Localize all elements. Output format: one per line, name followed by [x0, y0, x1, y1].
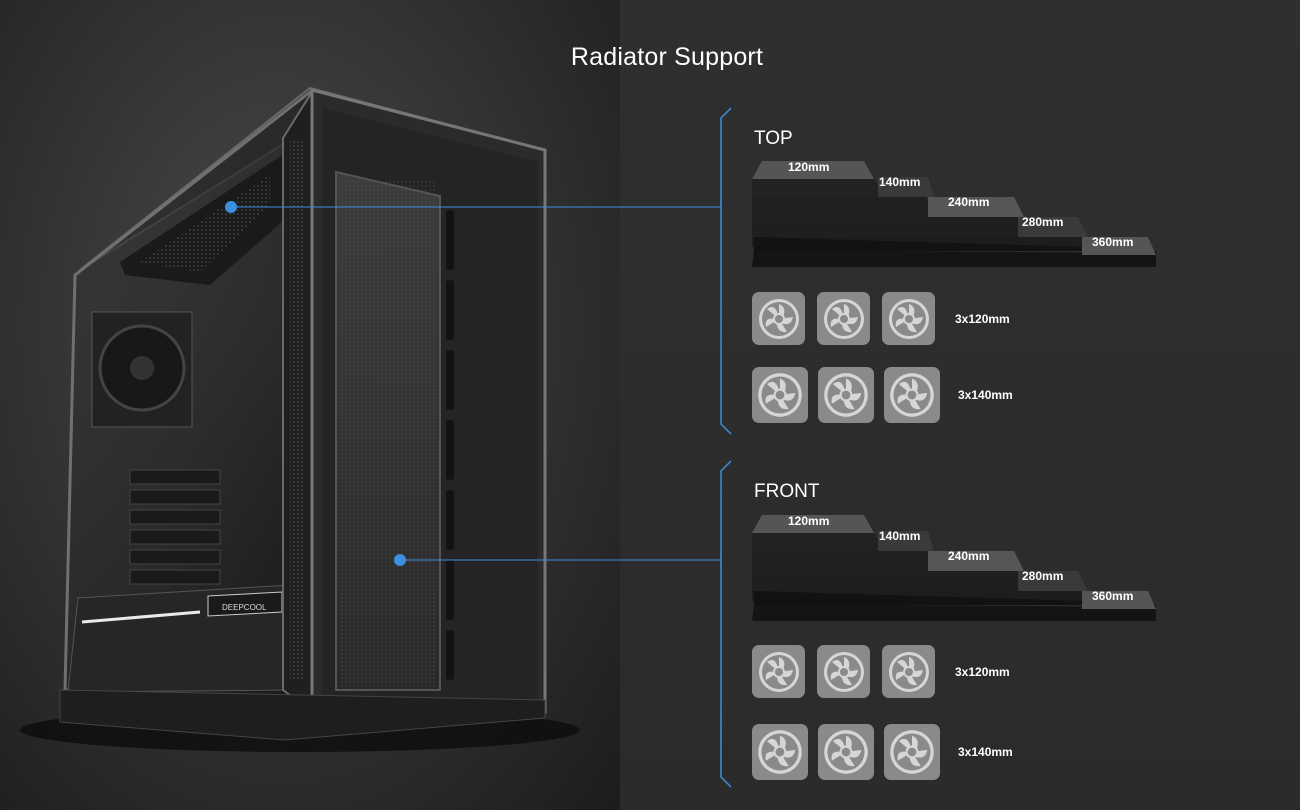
fan-icon: [884, 724, 940, 780]
radiator-label: 140mm: [879, 529, 920, 543]
fan-row-top-120: 3x120mm: [752, 292, 1010, 345]
section-label-top: TOP: [754, 128, 793, 149]
fan-icon: [817, 645, 870, 698]
radiator-label: 120mm: [788, 160, 829, 174]
pc-case-image: DEEPCOOL: [20, 86, 580, 752]
radiator-stack-front: 120mm 140mm 240mm 280mm 360mm: [752, 514, 1156, 621]
radiator-stack-top: 120mm 140mm 240mm 280mm 360mm: [752, 160, 1156, 267]
fan-icon: [752, 367, 808, 423]
radiator-label: 120mm: [788, 514, 829, 528]
fan-row-front-140: 3x140mm: [752, 724, 1013, 780]
spec-panel: [620, 0, 1300, 810]
fan-icon: [752, 292, 805, 345]
fan-icon: [817, 292, 870, 345]
fan-icon: [752, 724, 808, 780]
radiator-label: 360mm: [1092, 235, 1133, 249]
fan-icon: [818, 724, 874, 780]
radiator-label: 240mm: [948, 195, 989, 209]
fan-caption: 3x120mm: [955, 664, 1010, 679]
fan-row-front-120: 3x120mm: [752, 645, 1010, 698]
radiator-label: 280mm: [1022, 569, 1063, 583]
radiator-label: 360mm: [1092, 589, 1133, 603]
fan-caption: 3x120mm: [955, 311, 1010, 326]
fan-icon: [882, 645, 935, 698]
case-logo: DEEPCOOL: [222, 603, 267, 612]
section-label-front: FRONT: [754, 481, 820, 502]
radiator-label: 240mm: [948, 549, 989, 563]
radiator-label: 140mm: [879, 175, 920, 189]
fan-icon: [884, 367, 940, 423]
page-title: Radiator Support: [570, 43, 764, 71]
radiator-label: 280mm: [1022, 215, 1063, 229]
fan-icon: [752, 645, 805, 698]
fan-icon: [818, 367, 874, 423]
fan-caption: 3x140mm: [958, 745, 1013, 759]
fan-row-top-140: 3x140mm: [752, 367, 1013, 423]
fan-icon: [882, 292, 935, 345]
fan-caption: 3x140mm: [958, 388, 1013, 402]
